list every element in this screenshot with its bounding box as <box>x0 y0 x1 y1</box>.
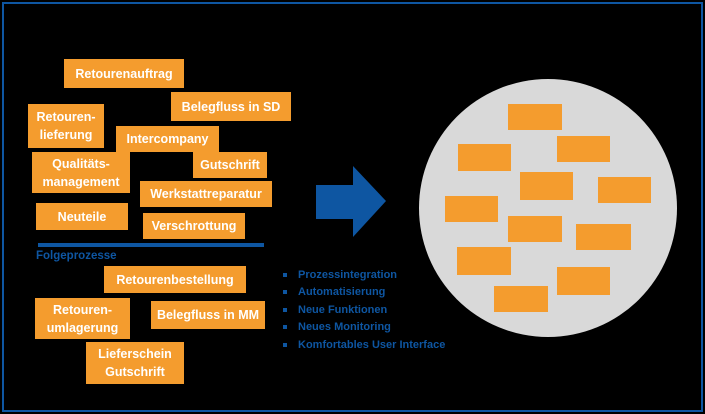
benefit-item: Komfortables User Interface <box>280 336 445 354</box>
process-box: Retouren- umlagerung <box>35 298 130 339</box>
bullet-marker-icon <box>283 307 287 312</box>
process-box: Intercompany <box>116 126 219 152</box>
target-process-box <box>520 172 573 200</box>
bullet-marker-icon <box>283 272 287 277</box>
target-process-box <box>494 286 548 312</box>
target-process-box <box>557 267 610 295</box>
target-process-box <box>598 177 651 203</box>
target-process-box <box>576 224 631 250</box>
target-process-box <box>445 196 498 222</box>
benefit-label: Automatisierung <box>298 286 386 299</box>
process-box: Verschrottung <box>143 213 245 239</box>
process-box: Retouren- lieferung <box>28 104 104 148</box>
benefit-label: Neue Funktionen <box>298 303 388 316</box>
benefit-item: Neue Funktionen <box>280 301 445 319</box>
benefit-item: Automatisierung <box>280 284 445 302</box>
target-process-box <box>458 144 511 171</box>
process-box: Qualitäts- management <box>32 152 130 193</box>
process-box: Belegfluss in MM <box>151 301 265 329</box>
benefit-item: Neues Monitoring <box>280 319 445 337</box>
bullet-marker-icon <box>283 290 287 295</box>
benefit-label: Prozessintegration <box>298 268 398 281</box>
bullet-marker-icon <box>283 342 287 347</box>
section-divider <box>38 243 264 247</box>
process-box: Werkstattreparatur <box>140 181 272 207</box>
right-arrow-icon <box>316 166 386 237</box>
target-process-box <box>508 216 562 242</box>
target-process-box <box>557 136 610 162</box>
process-box: Retourenauftrag <box>64 59 184 88</box>
target-process-box <box>508 104 562 130</box>
process-box: Belegfluss in SD <box>171 92 291 121</box>
process-box: Neuteile <box>36 203 128 230</box>
section-label: Folgeprozesse <box>36 250 117 262</box>
benefit-label: Neues Monitoring <box>298 321 391 334</box>
process-box: Lieferschein Gutschrift <box>86 342 184 384</box>
process-box: Retourenbestellung <box>104 266 246 293</box>
target-process-box <box>457 247 511 275</box>
process-box: Gutschrift <box>193 152 267 178</box>
benefit-item: Prozessintegration <box>280 266 445 284</box>
benefit-label: Komfortables User Interface <box>298 338 446 351</box>
bullet-marker-icon <box>283 325 287 330</box>
